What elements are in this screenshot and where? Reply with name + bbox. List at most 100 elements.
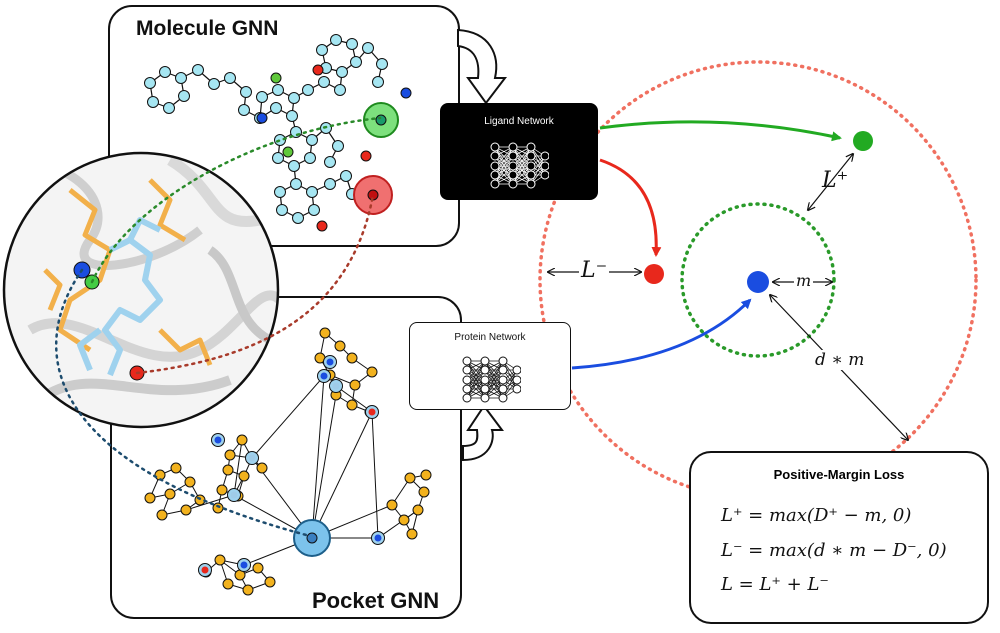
molecule-atom: [316, 44, 328, 56]
positive-arrow: [599, 120, 842, 142]
loss-title: Positive-Margin Loss: [773, 467, 905, 482]
molecule-atom: [192, 64, 204, 76]
pocket-node: [252, 562, 264, 574]
molecule-atom: [306, 134, 318, 146]
molecule-atom: [144, 77, 156, 89]
loss-equation-total: L = L⁺ + L⁻: [721, 574, 829, 595]
nn-edge: [502, 369, 518, 399]
nn-node: [540, 170, 549, 180]
nn-node: [480, 393, 490, 403]
nn-node: [526, 142, 536, 152]
molecule-atom: [238, 104, 250, 116]
molecule-hetero-atom: [312, 64, 324, 76]
pocket-edge: [251, 375, 325, 459]
nn-node: [498, 356, 508, 366]
m-label: m: [794, 271, 814, 290]
pocket-edge: [311, 375, 325, 539]
ligand-network-label: Ligand Network: [484, 116, 554, 127]
pocket-node: [184, 476, 196, 488]
nn-node: [490, 161, 500, 171]
pocket-node: [264, 576, 276, 588]
nn-edge: [484, 369, 504, 399]
pocket-node: [214, 554, 226, 566]
nn-edge: [466, 369, 486, 399]
molecule-atom: [340, 170, 352, 182]
positive-point: [853, 131, 873, 151]
nn-node: [480, 384, 490, 394]
molecule-atom: [306, 186, 318, 198]
inner-margin-circle: [680, 202, 836, 358]
pocket-special-node: [374, 534, 382, 542]
molecule-to-ligand-arrow: [457, 28, 508, 105]
pocket-node: [406, 528, 418, 540]
pocket-node: [349, 379, 361, 391]
pocket-special-node: [248, 454, 256, 462]
l-plus-label: L⁺: [822, 168, 849, 193]
nn-node: [480, 356, 490, 366]
nn-node: [498, 393, 508, 403]
pocket-node: [346, 399, 358, 411]
pocket-node: [346, 352, 358, 364]
molecule-atom: [159, 66, 171, 78]
protein-network-box: Protein Network: [409, 322, 571, 410]
pocket-node: [236, 434, 248, 446]
molecule-atom: [324, 178, 336, 190]
pocket-special-node: [240, 561, 248, 569]
molecule-atom: [334, 84, 346, 96]
nn-node: [512, 375, 521, 385]
molecule-atom: [240, 86, 252, 98]
molecule-atom: [276, 204, 288, 216]
molecule-atom: [288, 92, 300, 104]
molecule-atom: [332, 140, 344, 152]
pocket-node: [334, 340, 346, 352]
nn-node: [498, 365, 508, 375]
pocket-node: [256, 462, 268, 474]
nn-edge: [494, 155, 514, 185]
molecule-atom: [272, 84, 284, 96]
pocket-special-node: [326, 358, 334, 366]
dm-label: d ∗ m: [812, 350, 868, 370]
nn-node: [480, 375, 490, 385]
nn-node: [508, 179, 518, 189]
molecule-hetero-atom: [270, 72, 282, 84]
pocket-center-node: [306, 532, 318, 544]
ligand-network-box: Ligand Network: [440, 103, 598, 200]
nn-node: [498, 384, 508, 394]
pocket-special-node: [201, 566, 209, 574]
pocket-special-node: [214, 436, 222, 444]
nn-edge: [512, 146, 532, 176]
pocket-correspondence: [54, 268, 312, 538]
l-plus-measure: [808, 154, 853, 210]
molecule-atom: [330, 34, 342, 46]
pocket-edge: [185, 494, 235, 511]
loss-box: Positive-Margin Loss L⁺ = max(D⁺ − m, 0)…: [689, 451, 989, 624]
molecule-hetero-atom: [360, 150, 372, 162]
molecule-atom: [288, 160, 300, 172]
pocket-node: [420, 469, 432, 481]
protein-network-icon: [462, 356, 521, 403]
pocket-node: [156, 509, 168, 521]
pocket-special-node: [230, 491, 238, 499]
molecule-atom: [178, 90, 190, 102]
nn-edge: [484, 360, 504, 390]
pocket-node: [224, 449, 236, 461]
nn-node: [462, 356, 472, 366]
l-minus-label: L⁻: [579, 258, 610, 283]
nn-node: [508, 161, 518, 171]
molecule-atom: [362, 42, 374, 54]
pocket-edge: [335, 385, 373, 413]
molecule-atom: [272, 152, 284, 164]
negative-arrow: [599, 158, 662, 257]
protein-arrow: [571, 298, 752, 370]
molecule-atom: [163, 102, 175, 114]
nn-node: [462, 393, 472, 403]
nn-node: [462, 365, 472, 375]
nn-node: [526, 170, 536, 180]
pocket-edge: [311, 411, 373, 539]
molecule-hetero-atom: [282, 146, 294, 158]
molecule-atom: [350, 56, 362, 68]
molecule-hetero-atom: [400, 87, 412, 99]
nn-node: [490, 170, 500, 180]
pocket-gnn-title: Pocket GNN: [312, 588, 440, 613]
